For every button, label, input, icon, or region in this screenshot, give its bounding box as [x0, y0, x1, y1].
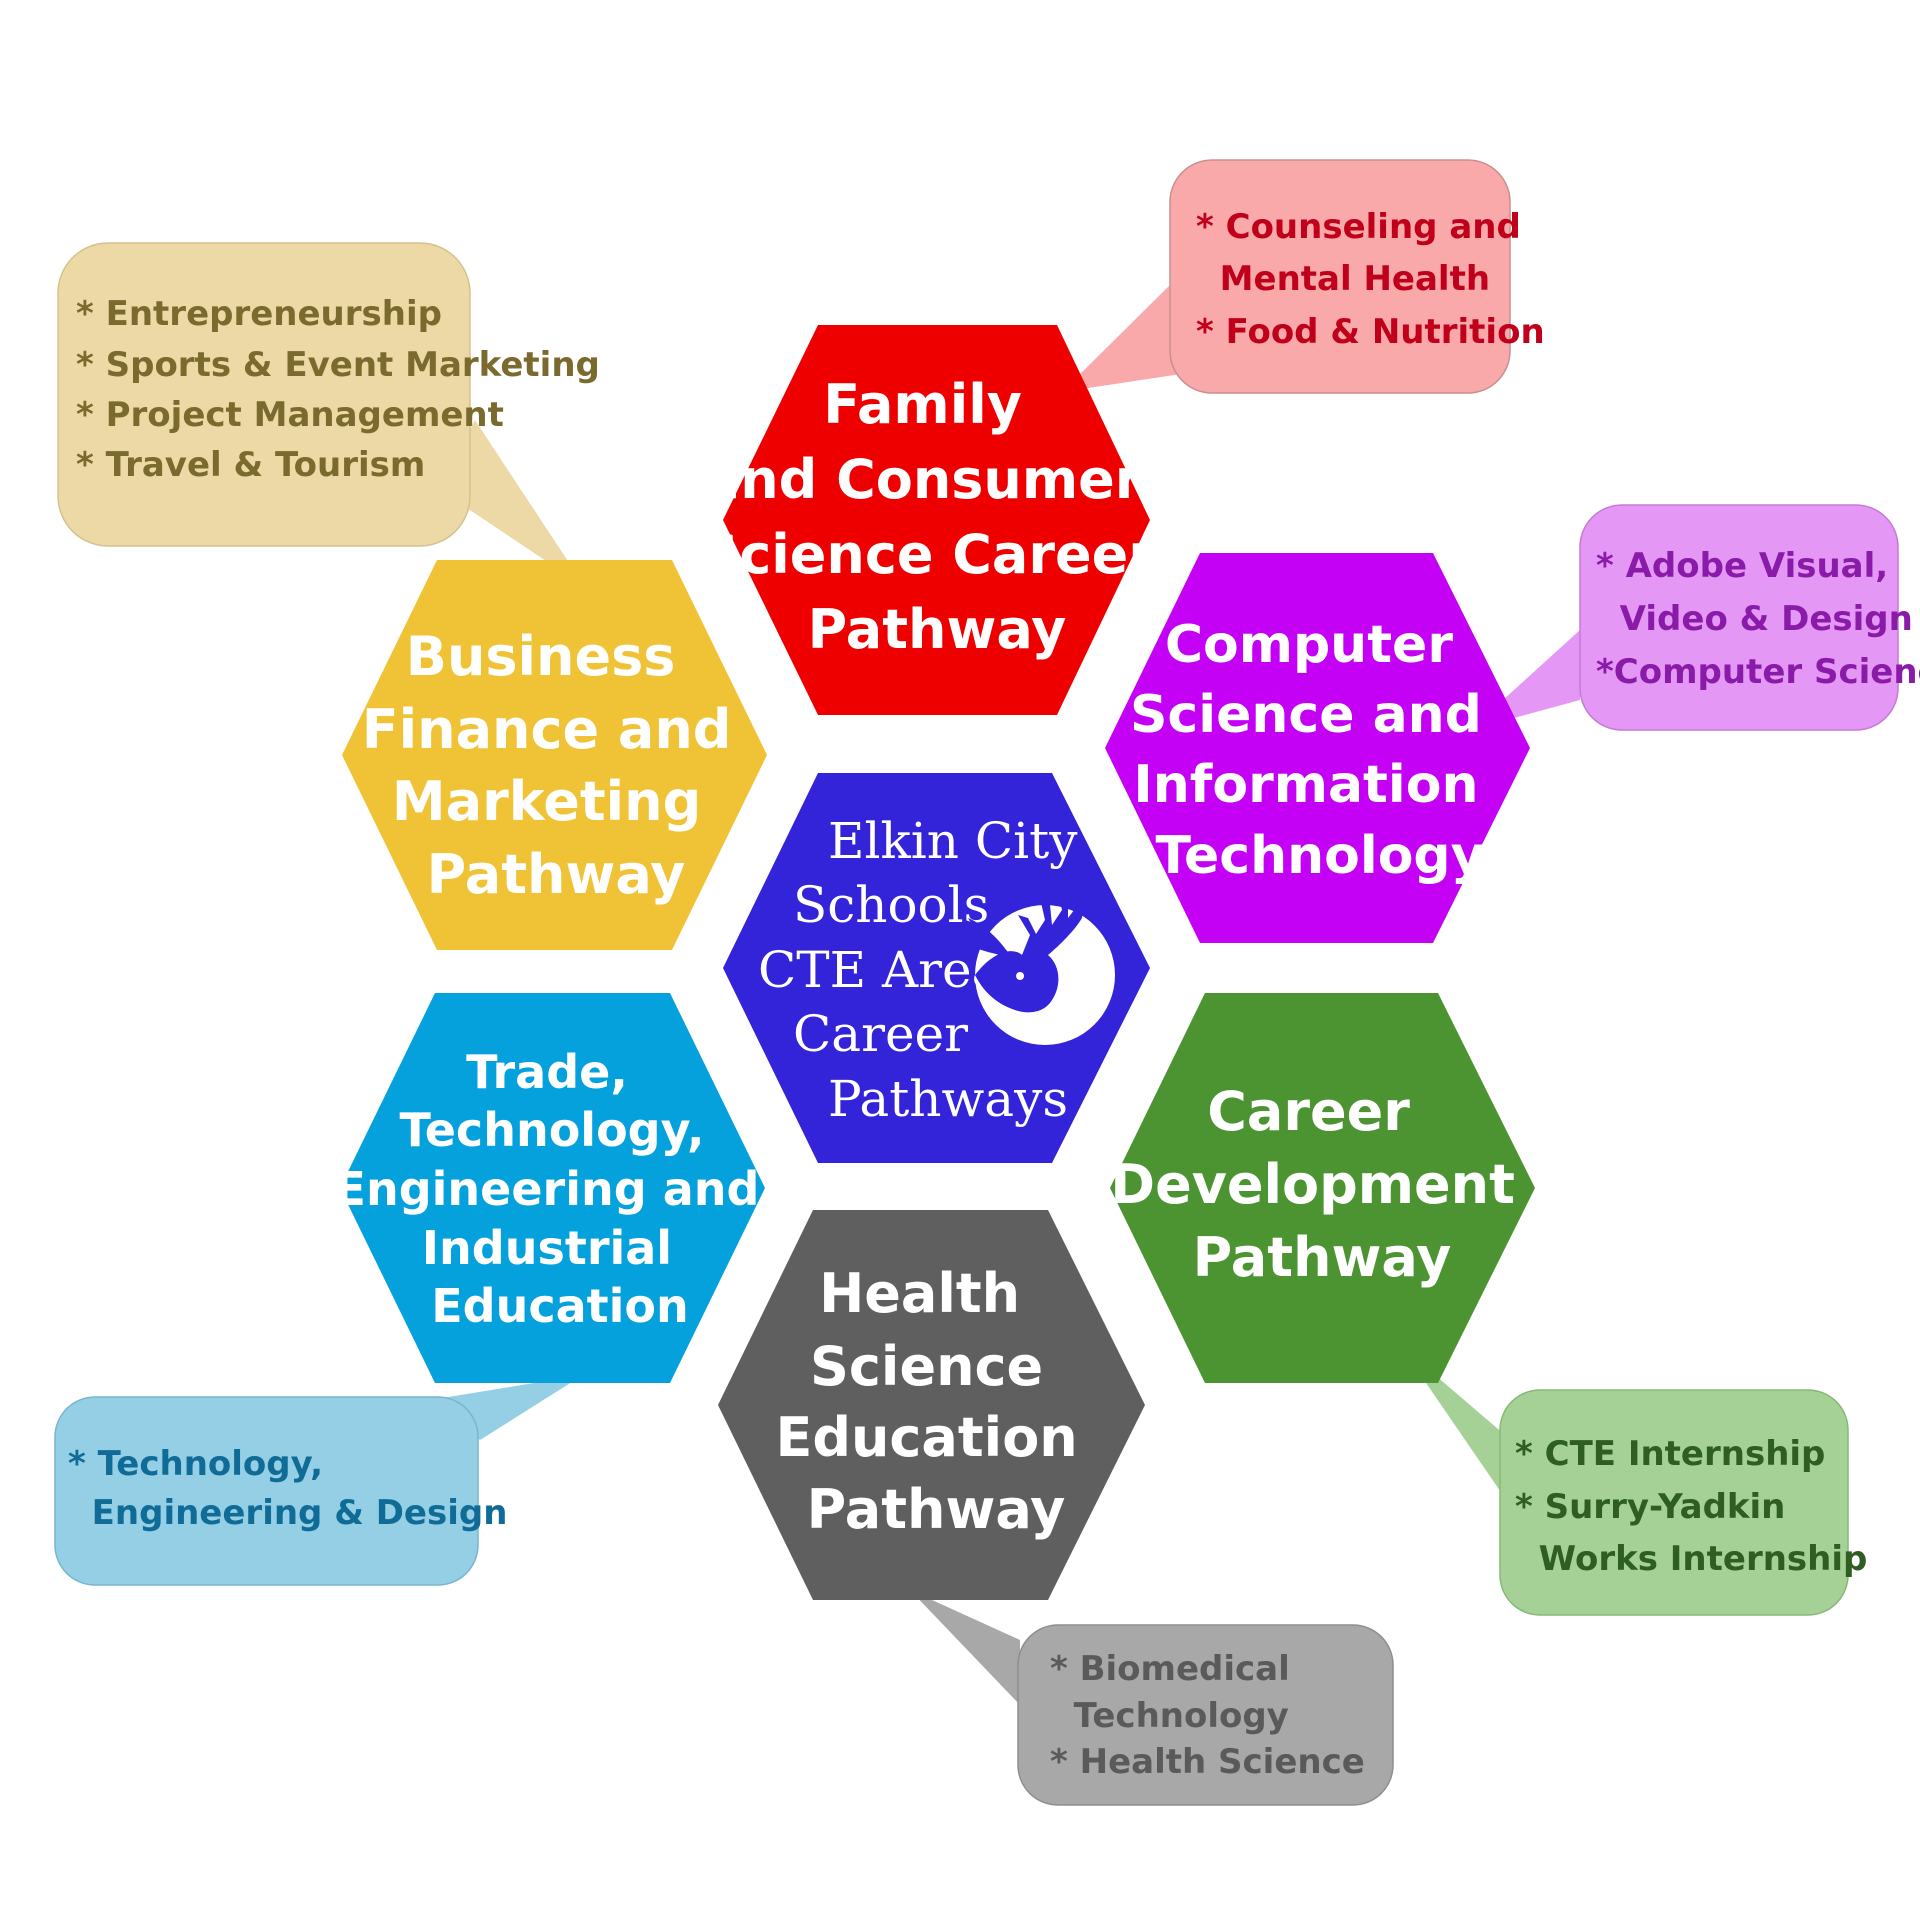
callout-career-tail	[1400, 1345, 1520, 1520]
hex-family: Family and Consumer Science Career Pathw…	[700, 325, 1173, 715]
hex-business-title: Business Finance and Marketing Pathway	[362, 625, 751, 906]
hex-trade-title: Trade, Technology, Engineering and Indus…	[335, 1045, 776, 1333]
hex-health-title: Health Science Education Pathway	[775, 1262, 1096, 1541]
hex-computer-title: Computer Science and Information Technol…	[1130, 615, 1500, 886]
hex-trade-shape	[340, 993, 765, 1383]
callout-family-text: * Counseling and Mental Health * Food & …	[1196, 207, 1545, 352]
callout-business-bubble	[57, 242, 471, 547]
callout-computer-text: * Adobe Visual, Video & Design *Computer…	[1596, 546, 1920, 692]
hex-business-shape	[342, 560, 767, 950]
hex-center-shape	[723, 773, 1150, 1163]
hex-career-shape	[1110, 993, 1535, 1383]
callout-family: * Counseling and Mental Health * Food & …	[1062, 159, 1545, 394]
hex-family-shape	[723, 325, 1150, 715]
callout-health-bubble	[1017, 1624, 1394, 1806]
callout-health-tail	[910, 1590, 1020, 1705]
callout-health-text: * Biomedical Technology * Health Science	[1050, 1649, 1365, 1782]
callout-trade-text: * Technology, Engineering & Design	[68, 1444, 507, 1533]
callout-computer-bubble	[1579, 504, 1899, 731]
hex-center: Elkin City Schools CTE Area Career Pathw…	[723, 773, 1150, 1163]
hex-health: Health Science Education Pathway	[718, 1210, 1145, 1600]
center-title: Elkin City Schools CTE Area Career Pathw…	[758, 812, 1093, 1128]
hex-family-title: Family and Consumer Science Career Pathw…	[700, 373, 1173, 661]
callout-career-text: * CTE Internship * Surry-Yadkin Works In…	[1515, 1434, 1867, 1579]
hex-health-shape	[718, 1210, 1145, 1600]
hex-computer: Computer Science and Information Technol…	[1105, 553, 1530, 943]
hex-business: Business Finance and Marketing Pathway	[342, 560, 767, 950]
callout-career: * CTE Internship * Surry-Yadkin Works In…	[1400, 1345, 1867, 1616]
callout-business: * Entrepreneurship * Sports & Event Mark…	[57, 242, 612, 587]
hex-computer-shape	[1105, 553, 1530, 943]
callout-trade: * Technology, Engineering & Design	[54, 1375, 583, 1586]
hex-career-title: Career Development Pathway	[1110, 1080, 1534, 1289]
elk-head-icon	[962, 890, 1115, 1045]
callout-trade-bubble	[54, 1396, 479, 1586]
callout-business-text: * Entrepreneurship * Sports & Event Mark…	[76, 294, 612, 485]
hex-trade: Trade, Technology, Engineering and Indus…	[335, 993, 776, 1383]
callout-career-bubble	[1499, 1389, 1849, 1616]
hex-career: Career Development Pathway	[1110, 993, 1535, 1383]
callout-business-tail	[440, 420, 585, 587]
callout-computer: * Adobe Visual, Video & Design *Computer…	[1470, 504, 1920, 731]
callout-health: * Biomedical Technology * Health Science	[910, 1590, 1394, 1806]
callout-family-bubble	[1169, 159, 1511, 394]
